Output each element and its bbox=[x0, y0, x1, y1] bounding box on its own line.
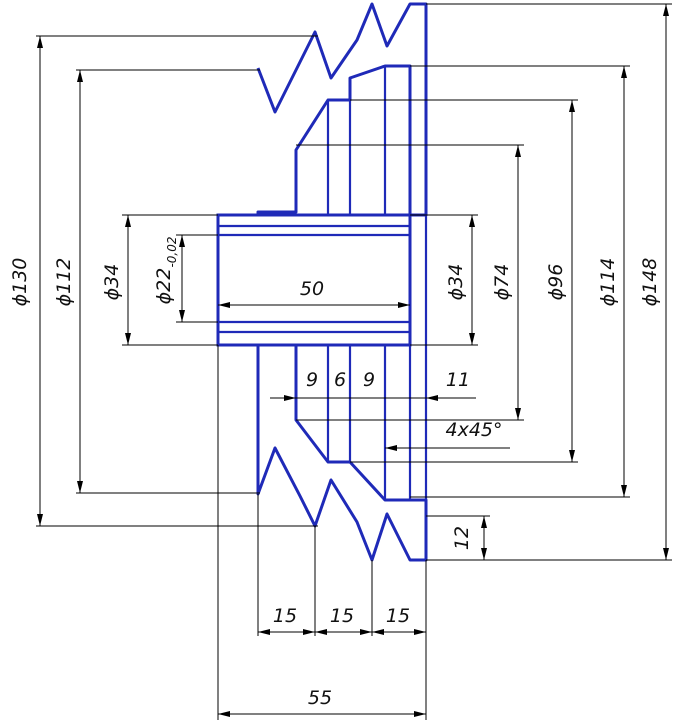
dim-d112: ϕ112 bbox=[53, 258, 75, 307]
dim-d96: ϕ96 bbox=[545, 264, 567, 301]
dim-d34-right: ϕ34 bbox=[445, 264, 467, 301]
bore bbox=[216, 213, 412, 347]
dim-d22: ϕ22 bbox=[153, 268, 175, 305]
dim-d148: ϕ148 bbox=[639, 258, 661, 307]
dim-len50: 50 bbox=[300, 278, 324, 300]
dim-d34-left: ϕ34 bbox=[101, 264, 123, 301]
upper-section bbox=[216, 2, 428, 237]
dim-groove-9b: 9 bbox=[363, 369, 375, 391]
dim-pitch-15b: 15 bbox=[330, 605, 354, 627]
dim-groove-9a: 9 bbox=[306, 369, 318, 391]
dim-height-12: 12 bbox=[451, 526, 473, 550]
dim-d130: ϕ130 bbox=[9, 258, 31, 307]
dim-groove-6: 6 bbox=[334, 369, 346, 391]
dim-groove-11: 11 bbox=[446, 369, 470, 391]
dim-chamfer: 4x45° bbox=[445, 419, 502, 441]
dim-len55: 55 bbox=[308, 687, 332, 709]
dim-pitch-15c: 15 bbox=[386, 605, 410, 627]
dimension-lines bbox=[36, 3, 672, 720]
dim-d74: ϕ74 bbox=[491, 264, 513, 301]
dim-d22-tolerance: -0,02 bbox=[165, 236, 179, 267]
dim-pitch-15a: 15 bbox=[273, 605, 297, 627]
arrowheads bbox=[37, 4, 669, 717]
dim-d114: ϕ114 bbox=[597, 258, 619, 307]
